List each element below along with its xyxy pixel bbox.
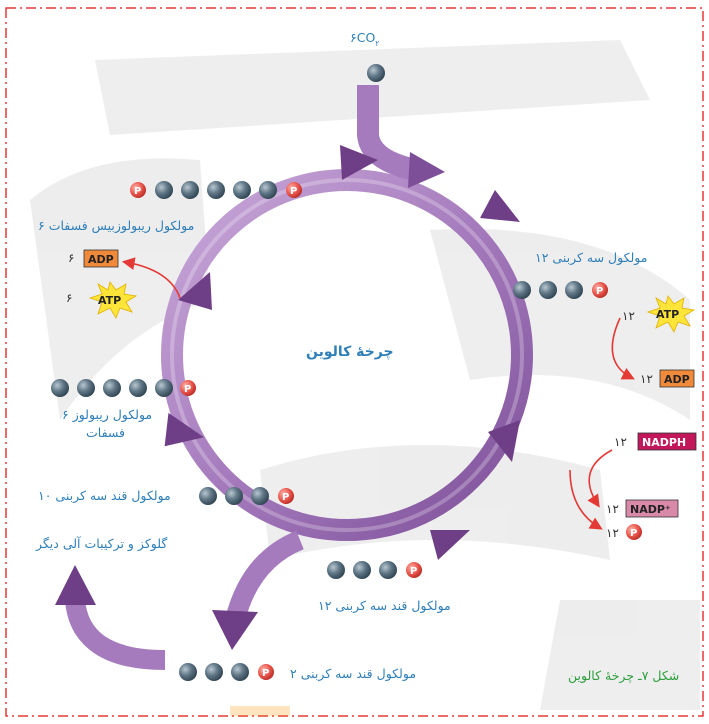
nadph-count: ۱۲ bbox=[614, 435, 627, 449]
rp-carbon-3 bbox=[103, 379, 121, 397]
nadp-box bbox=[625, 499, 679, 518]
right-adp-count: ۱۲ bbox=[640, 372, 653, 386]
glucose-outlet-arrow bbox=[55, 530, 305, 670]
sugar3-12-label: ۱۲ مولکول قند سه کربنی bbox=[318, 598, 451, 614]
rubp-molecule: P P bbox=[130, 181, 302, 199]
right-adp-box bbox=[659, 369, 695, 388]
left-adp-label: ADP bbox=[88, 253, 114, 266]
nadph-box bbox=[637, 432, 697, 451]
p-out-phosphate bbox=[626, 524, 642, 540]
tc12-carbon-1 bbox=[513, 281, 531, 299]
s2-carbon-2 bbox=[205, 663, 223, 681]
tc12-phosphate-label: P bbox=[596, 286, 603, 297]
rp-carbon-2 bbox=[77, 379, 95, 397]
sugar3-10-molecule: P bbox=[199, 487, 294, 505]
nadp-count: ۱۲ bbox=[606, 502, 619, 516]
rubp-carbon-3 bbox=[207, 181, 225, 199]
tc12-phosphate bbox=[592, 282, 608, 298]
s12-carbon-1 bbox=[327, 561, 345, 579]
rp-carbon-4 bbox=[129, 379, 147, 397]
s2-phosphate bbox=[258, 664, 274, 680]
left-atp-label: ATP bbox=[98, 294, 121, 307]
s12-phosphate-label: P bbox=[410, 566, 417, 577]
right-atp-count: ۱۲ bbox=[622, 309, 635, 323]
tc12-carbon-2 bbox=[539, 281, 557, 299]
s10-carbon-3 bbox=[251, 487, 269, 505]
co2-label: ۶CO۲ bbox=[350, 30, 380, 48]
s2-carbon-3 bbox=[231, 663, 249, 681]
s10-carbon-1 bbox=[199, 487, 217, 505]
sugar3-2-molecule: P bbox=[179, 663, 274, 681]
arrow-to-p-out bbox=[569, 469, 603, 530]
rubp-carbon-2 bbox=[181, 181, 199, 199]
ring-arrowhead-left-upper bbox=[178, 272, 212, 310]
s10-phosphate bbox=[278, 488, 294, 504]
p-out-label: P bbox=[630, 528, 637, 539]
red-arrows bbox=[121, 257, 635, 530]
rubp-phosphate-left bbox=[130, 182, 146, 198]
nadph-label: NADPH bbox=[642, 436, 686, 449]
ring-arrowhead-top-right bbox=[480, 190, 520, 222]
right-atp-burst bbox=[646, 295, 696, 333]
s10-carbon-2 bbox=[225, 487, 243, 505]
s10-phosphate-label: P bbox=[282, 492, 289, 503]
three-carbon-12-molecule: P bbox=[513, 281, 608, 299]
rubp-phosphate-right-label: P bbox=[290, 186, 297, 197]
rp-phosphate-label: P bbox=[184, 384, 191, 395]
co2-inlet-arrow bbox=[357, 85, 445, 188]
ring-arrowhead-bottom-right bbox=[430, 530, 470, 560]
rubp-carbon-4 bbox=[233, 181, 251, 199]
sugar3-10-label: ۱۰ مولکول قند سه کربنی bbox=[38, 488, 171, 504]
left-atp-count: ۶ bbox=[66, 291, 72, 305]
figure-border bbox=[5, 7, 704, 717]
three-carbon-12-label: ۱۲ مولکول سه کربنی bbox=[535, 250, 647, 266]
rubp-carbon-5 bbox=[259, 181, 277, 199]
rubp-label: ۶ مولکول ریبولوزبیس فسفات bbox=[38, 218, 194, 234]
s2-phosphate-label: P bbox=[262, 668, 269, 679]
left-atp-burst bbox=[88, 281, 138, 319]
tc12-carbon-3 bbox=[565, 281, 583, 299]
ribulose-phosphate-label-2: فسفات bbox=[86, 425, 125, 440]
sugar3-12-molecule: P bbox=[327, 561, 422, 579]
ring-arrowheads bbox=[164, 145, 520, 560]
right-atp-label: ATP bbox=[656, 308, 679, 321]
figure-caption: شکل ۷ـ چرخهٔ کالوین bbox=[568, 668, 679, 684]
s12-phosphate bbox=[406, 562, 422, 578]
sugar3-2-label: ۲ مولکول قند سه کربنی bbox=[290, 666, 416, 682]
right-adp-label: ADP bbox=[664, 373, 690, 386]
bottom-marker bbox=[230, 706, 290, 716]
rubp-phosphate-left-label: P bbox=[134, 186, 141, 197]
cycle-title: چرخهٔ کالوین bbox=[306, 344, 394, 360]
rp-carbon-1 bbox=[51, 379, 69, 397]
rubp-phosphate-right bbox=[286, 182, 302, 198]
arrow-nadph-to-nadp bbox=[587, 449, 613, 508]
s12-carbon-2 bbox=[353, 561, 371, 579]
left-adp-box bbox=[83, 249, 119, 268]
ribulose-phosphate-label-1: ۶ مولکول ریبولوز bbox=[62, 407, 152, 423]
p-out-count: ۱۲ bbox=[606, 526, 619, 540]
ring-arrowhead-left-lower bbox=[164, 412, 204, 447]
ribulose-phosphate-molecule: P bbox=[51, 379, 196, 397]
nadp-label: NADP⁺ bbox=[630, 503, 671, 516]
ring-arrowhead-right bbox=[488, 420, 520, 462]
cycle-ring-highlight bbox=[170, 178, 524, 532]
left-adp-count: ۶ bbox=[68, 251, 74, 265]
arrow-atp-to-adp-right bbox=[611, 317, 635, 380]
rubp-carbon-1 bbox=[155, 181, 173, 199]
glucose-label: گلوکز و ترکیبات آلی دیگر bbox=[35, 536, 167, 552]
arrow-atp-to-adp-left bbox=[121, 257, 181, 299]
s12-carbon-3 bbox=[379, 561, 397, 579]
co2-carbon-ball bbox=[367, 64, 385, 82]
ring-arrowhead-top bbox=[340, 145, 378, 180]
cycle-ring bbox=[161, 169, 533, 541]
s2-carbon-1 bbox=[179, 663, 197, 681]
rp-phosphate bbox=[180, 380, 196, 396]
rp-carbon-5 bbox=[155, 379, 173, 397]
